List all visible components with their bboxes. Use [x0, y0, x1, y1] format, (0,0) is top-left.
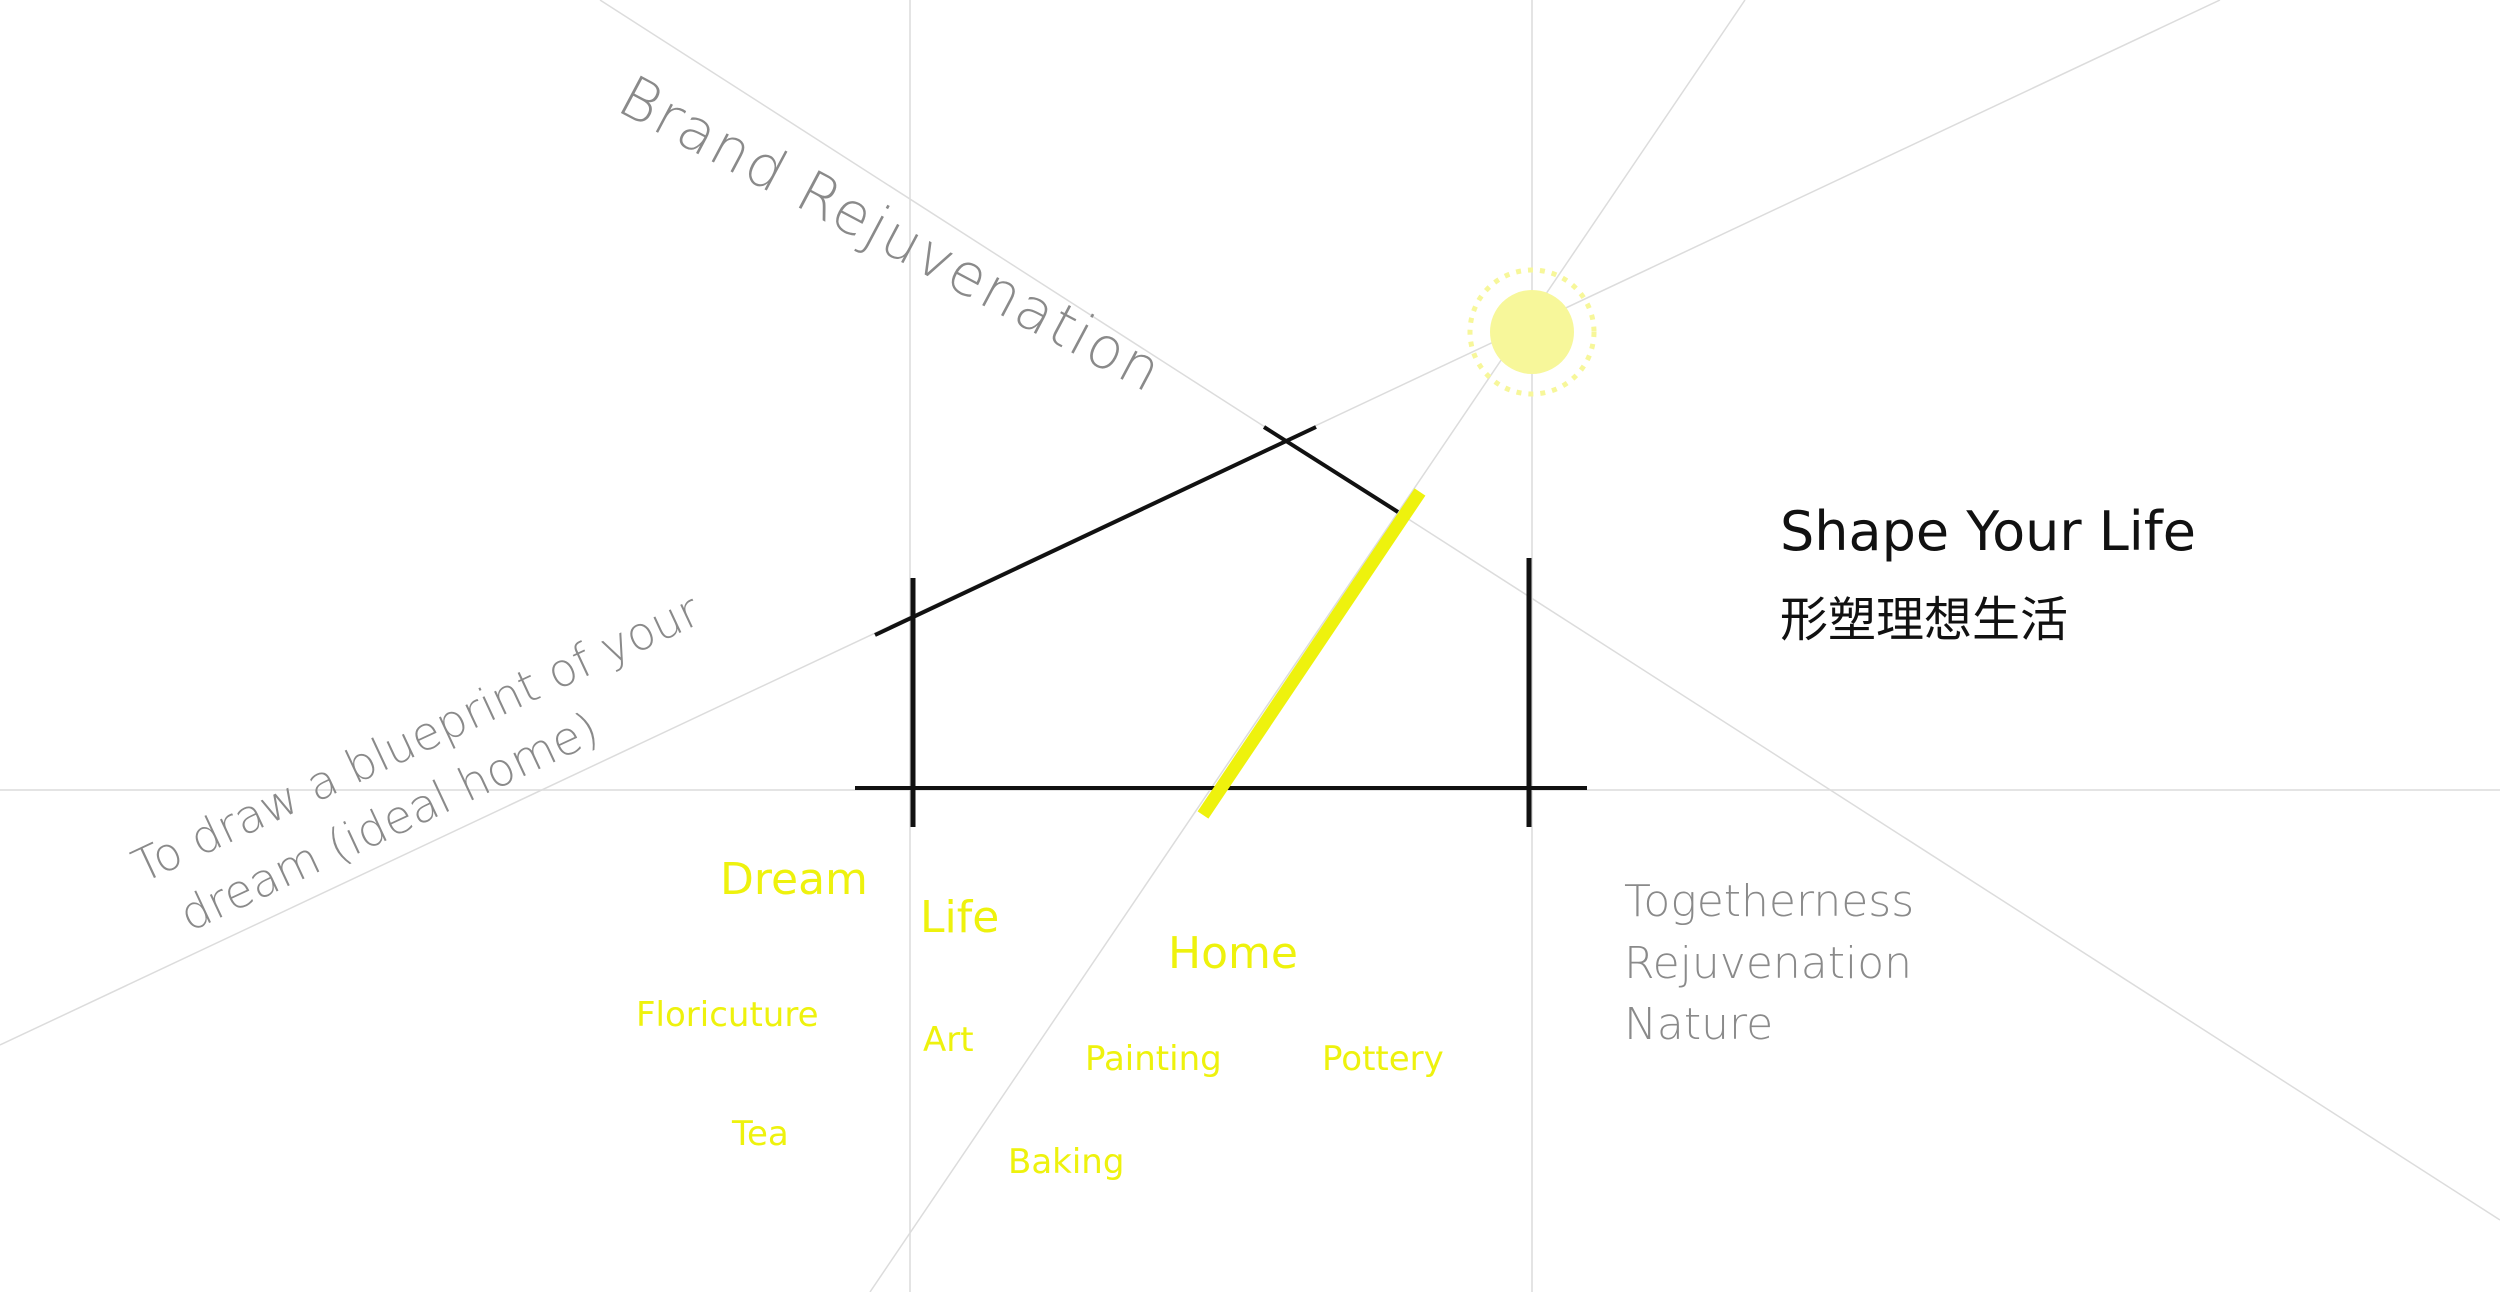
value-rejuvenation: Rejuvenation	[1624, 938, 1913, 989]
sun-core	[1490, 290, 1574, 374]
concept-home: Home	[1168, 928, 1298, 979]
sun-ray-beam	[1197, 488, 1426, 819]
value-nature: Nature	[1624, 999, 1774, 1050]
concept-life: Life	[920, 892, 1000, 943]
house-sketch	[855, 425, 1587, 827]
headline-english: Shape Your Life	[1780, 500, 2197, 563]
guide-diagonal-sunray	[869, 0, 1746, 1292]
concept-dream: Dream	[720, 854, 868, 905]
activity-tea: Tea	[732, 1114, 789, 1154]
activity-painting: Painting	[1085, 1039, 1222, 1079]
house-roof-right	[1262, 425, 1400, 514]
activity-art: Art	[923, 1020, 974, 1060]
sun-halo	[1467, 267, 1597, 397]
house-roof-left	[874, 425, 1317, 637]
headline-chinese: 形塑理想生活	[1780, 592, 2069, 648]
guide-diagonal-brand	[599, 0, 2500, 1221]
sun-icon	[1467, 267, 1597, 397]
activity-baking: Baking	[1008, 1142, 1125, 1182]
value-togetherness: Togetherness	[1624, 876, 1915, 927]
activity-pottery: Pottery	[1322, 1039, 1444, 1079]
activity-floriculture: Floricuture	[636, 995, 819, 1035]
